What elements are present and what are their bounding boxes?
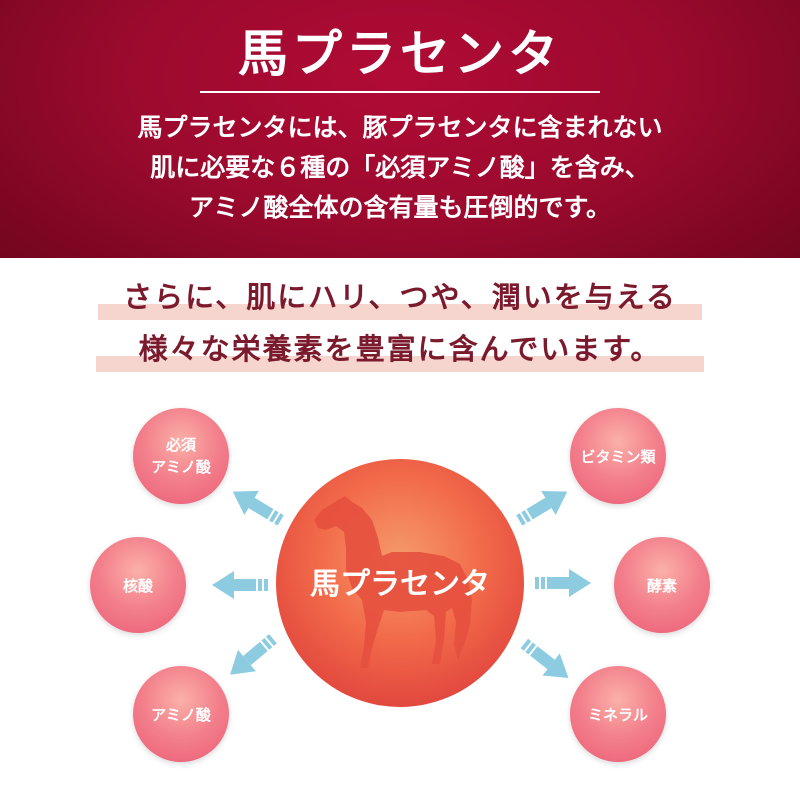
- banner-description: 馬プラセンタには、豚プラセンタに含まれない 肌に必要な６種の「必須アミノ酸」を含…: [0, 108, 800, 228]
- nutrient-node: [133, 666, 229, 762]
- node-label: 必須: [165, 436, 197, 454]
- center-label: 馬プラセンタ: [310, 567, 490, 602]
- arrow-icon: [535, 569, 591, 597]
- arrows: [212, 490, 591, 679]
- arrow-icon: [230, 634, 277, 675]
- node-label: 酵素: [647, 577, 677, 595]
- node-label: ビタミン類: [580, 448, 656, 466]
- headline-line: 様々な栄養素を豊富に含んでいます。: [138, 332, 662, 366]
- highlight-band: [98, 304, 702, 320]
- node-label: アミノ酸: [151, 706, 212, 724]
- description-line: 肌に必要な６種の「必須アミノ酸」を含み、: [150, 153, 650, 182]
- title-underline: [200, 91, 600, 93]
- node-label: ミネラル: [588, 706, 648, 724]
- nutrient-node: [90, 537, 186, 633]
- nutrient-node: [570, 408, 666, 504]
- description-line: アミノ酸全体の含有量も圧倒的です。: [188, 193, 611, 222]
- node-label: アミノ酸: [151, 458, 212, 476]
- nutrient-node: [614, 537, 710, 633]
- description-line: 馬プラセンタには、豚プラセンタに含まれない: [137, 113, 663, 142]
- arrow-icon: [232, 490, 284, 526]
- arrow-icon: [212, 571, 268, 599]
- center-node: 馬プラセンタ: [276, 459, 524, 707]
- nutrient-node: [133, 408, 229, 504]
- headline-line: さらに、肌にハリ、つや、潤いを与える: [123, 280, 677, 314]
- nutrient-node: [570, 666, 666, 762]
- arrow-icon: [516, 490, 568, 526]
- node-label: 核酸: [123, 577, 154, 595]
- arrow-icon: [520, 638, 569, 679]
- header-banner: 馬プラセンタ 馬プラセンタには、豚プラセンタに含まれない 肌に必要な６種の「必須…: [0, 0, 800, 258]
- banner-title: 馬プラセンタ: [238, 24, 562, 83]
- highlight-band: [96, 356, 704, 372]
- horse-silhouette-icon: [314, 496, 472, 668]
